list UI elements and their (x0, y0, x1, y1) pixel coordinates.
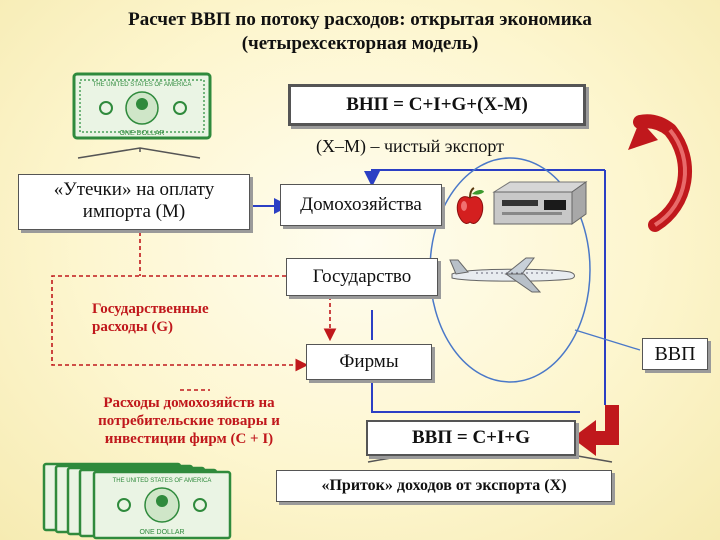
leakages-line-1: «Утечки» на оплату (53, 179, 215, 200)
slide-title: Расчет ВВП по потоку расходов: открытая … (0, 8, 720, 56)
inflow-box: «Приток» доходов от экспорта (X) (276, 470, 612, 502)
firms-box: Фирмы (306, 344, 432, 380)
banknote-bracket (77, 147, 201, 159)
government-label: Государство (312, 266, 412, 287)
consumption-line-1: Расходы домохозяйств на (103, 395, 275, 411)
gdp-input-arrow-icon (572, 405, 619, 456)
gov-spending-label: Государственные расходы (G) (92, 300, 209, 336)
gdp-bracket (367, 454, 613, 463)
title-line-1: Расчет ВВП по потоку расходов: открытая … (128, 9, 592, 30)
ellipse-pointer (574, 329, 641, 351)
gdp-label-box: ВВП (642, 338, 708, 370)
gdp-formula: ВВП = C+I+G (412, 427, 530, 448)
banknote-stack-icon: THE UNITED STATES OF AMERICA ONE DOLLAR (42, 462, 232, 540)
stack-banknote-header: THE UNITED STATES OF AMERICA (113, 478, 212, 484)
vcr-icon (492, 181, 588, 225)
dollar-banknote-icon: THE UNITED STATES OF AMERICA ONE DOLLAR (72, 72, 212, 140)
households-box: Домохозяйства (280, 184, 442, 226)
flow-line-top (364, 169, 605, 187)
firms-label: Фирмы (339, 351, 399, 372)
gov-spending-line-2: расходы (G) (92, 319, 174, 335)
banknote-header: THE UNITED STATES OF AMERICA (93, 82, 192, 88)
government-box: Государство (286, 258, 438, 296)
banknote-footer: ONE DOLLAR (119, 130, 164, 137)
net-export-note: (X–M) – чистый экспорт (316, 136, 505, 156)
leakages-line-2: импорта (M) (82, 201, 186, 222)
consumption-line-3: инвестиции фирм (C + I) (104, 431, 274, 447)
consumption-line-2: потребительские товары и (98, 413, 280, 429)
gov-spending-line-1: Государственные (92, 301, 209, 317)
leakages-box: «Утечки» на оплату импорта (M) (18, 174, 250, 230)
inflow-label: «Приток» доходов от экспорта (X) (321, 477, 567, 494)
gdp-label: ВВП (654, 343, 696, 365)
cycle-arrow-icon (628, 114, 693, 232)
gov-spending-line (51, 275, 309, 372)
stack-banknote-footer: ONE DOLLAR (139, 529, 184, 536)
flow-line-bottom (371, 376, 580, 413)
title-line-2: (четырехсекторная модель) (241, 33, 479, 54)
gdp-formula-box: ВВП = C+I+G (366, 420, 576, 456)
gnp-formula: ВНП = C+I+G+(X-M) (346, 94, 528, 115)
consumption-label: Расходы домохозяйств на потребительские … (60, 394, 318, 448)
households-label: Домохозяйства (300, 194, 422, 215)
apple-icon (456, 187, 484, 224)
gnp-formula-box: ВНП = C+I+G+(X-M) (288, 84, 586, 126)
airplane-icon (449, 257, 575, 293)
